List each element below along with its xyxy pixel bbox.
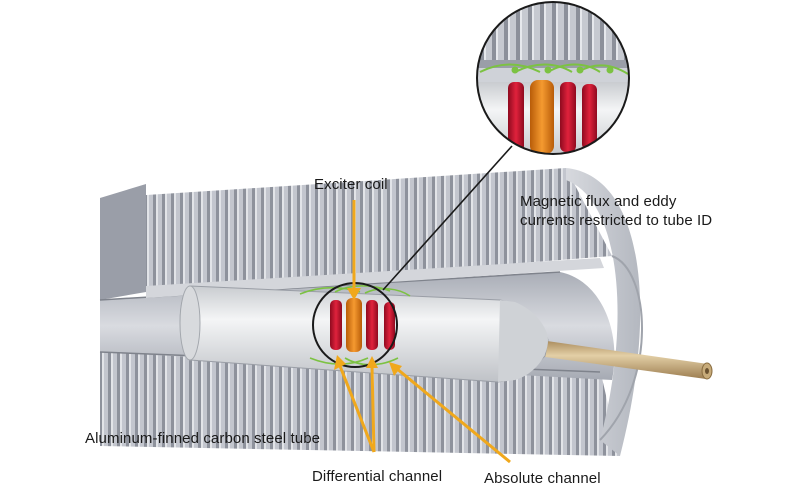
zoom-coil-red-1 [508, 82, 524, 152]
label-differential-channel: Differential channel [312, 468, 443, 485]
top-fins [100, 168, 612, 292]
label-flux-line-1: Magnetic flux and eddy [520, 193, 677, 210]
coil-red-1 [330, 300, 342, 350]
flux-lines-zoom [479, 63, 629, 75]
arrows [334, 200, 511, 464]
probe-cable [538, 340, 708, 379]
coils [330, 298, 395, 352]
label-flux-line-2: currents restricted to tube ID [520, 212, 713, 229]
zoom-connector-line [382, 145, 513, 291]
fin-cut-face-top [100, 184, 146, 300]
coil-orange-exciter [346, 298, 362, 352]
label-absolute-channel: Absolute channel [484, 470, 601, 487]
arrow-differential-2 [366, 356, 378, 453]
arrow-exciter-coil [347, 200, 361, 300]
coil-red-2 [366, 300, 378, 350]
label-exciter-coil: Exciter coil [314, 176, 388, 193]
zoom-coil-orange [530, 80, 554, 154]
arrow-differential-1 [334, 355, 376, 453]
zoom-coil-red-2 [560, 82, 576, 152]
zoom-circle [476, 1, 630, 155]
coil-red-3 [384, 302, 395, 350]
probe [179, 285, 713, 383]
label-tube: Aluminum-finned carbon steel tube [85, 430, 321, 447]
tube-end-face [566, 168, 641, 456]
arrow-absolute [389, 362, 511, 464]
zoom-coil-red-3 [582, 84, 597, 150]
